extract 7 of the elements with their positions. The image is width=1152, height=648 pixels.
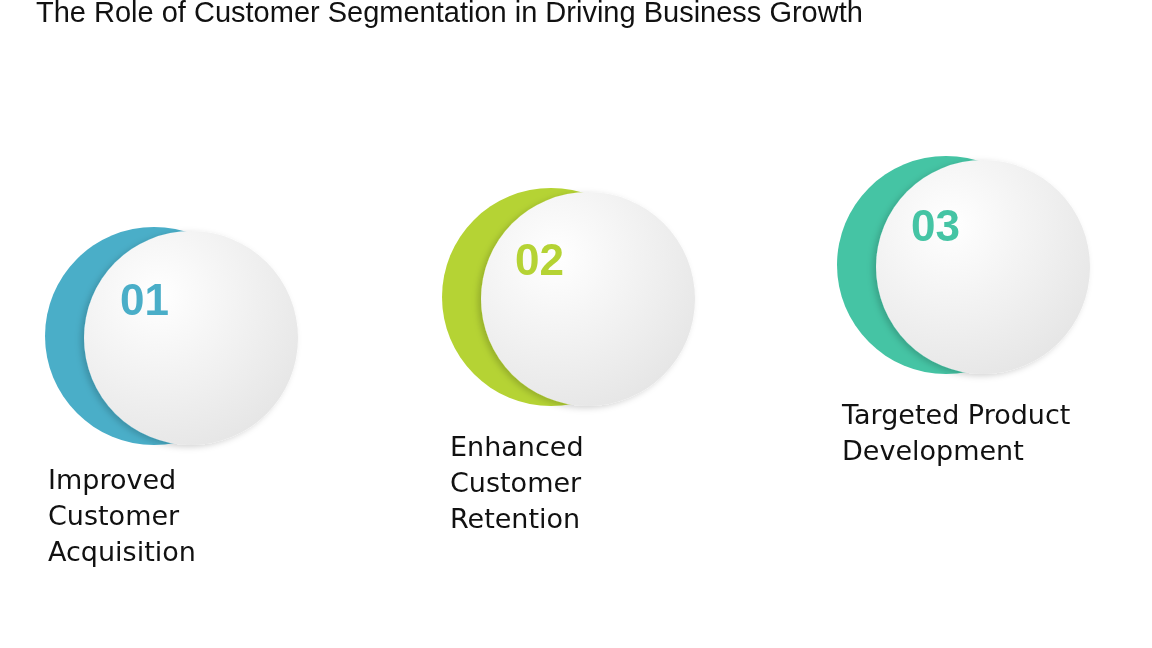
step-label: Enhanced Customer Retention	[450, 430, 585, 536]
step-label: Targeted Product Development	[842, 398, 1072, 468]
title: The Role of Customer Segmentation in Driving Business Growth	[36, 0, 863, 29]
step-number: 03	[911, 204, 960, 248]
step-label: Improved Customer Acquisition	[48, 463, 197, 569]
step-number: 02	[515, 238, 564, 282]
step-number: 01	[120, 278, 169, 322]
